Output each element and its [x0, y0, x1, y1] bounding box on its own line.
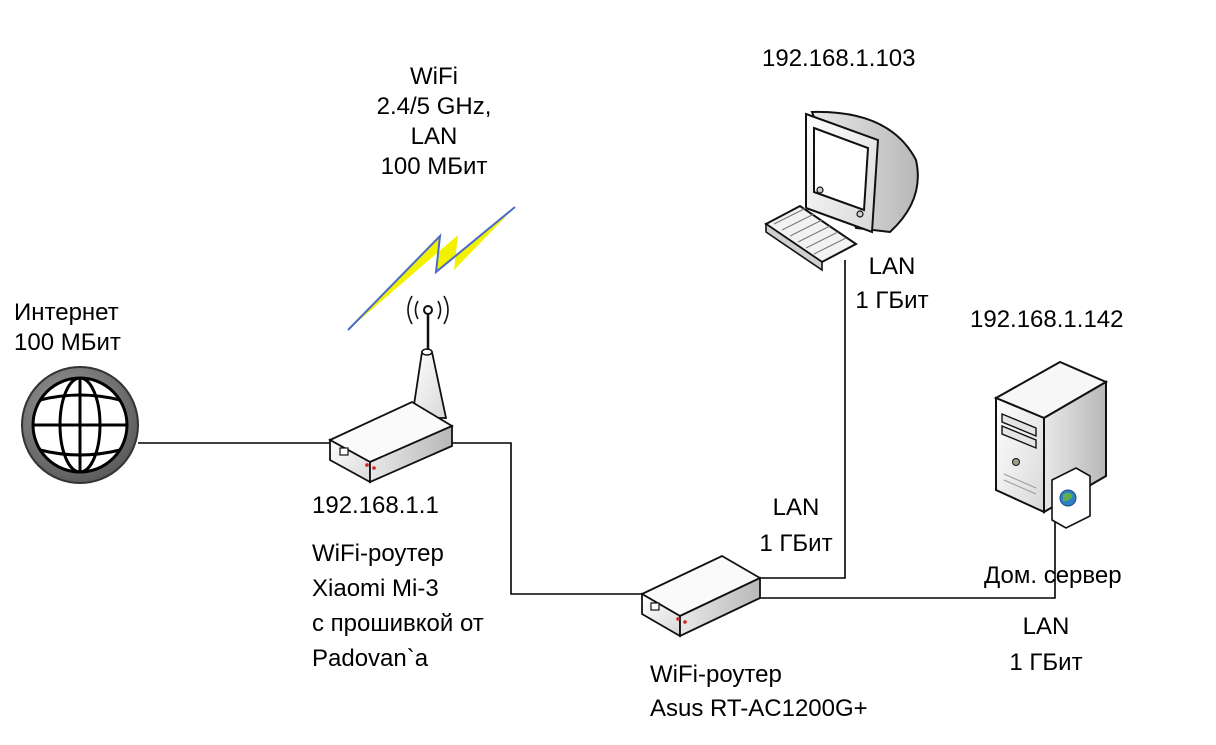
- wifi-label-line1: WiFi: [410, 63, 458, 90]
- asus-pc-link-line2: 1 ГБит: [759, 530, 833, 557]
- wifi-label: WiFi 2.4/5 GHz, LAN 100 МБит: [372, 62, 496, 182]
- router-with-antenna-icon: [328, 295, 454, 484]
- link-asus-pc: [758, 260, 846, 579]
- xiaomi-router-label: WiFi-роутер Xiaomi Mi-3 с прошивкой от P…: [312, 536, 484, 676]
- pc-link-label: LAN 1 ГБит: [846, 250, 938, 318]
- server-ip: 192.168.1.142: [970, 306, 1124, 333]
- asus-router-line2: Asus RT-AC1200G+: [650, 695, 868, 722]
- server-link-line1: LAN: [1022, 613, 1070, 640]
- xiaomi-ip: 192.168.1.1: [312, 492, 439, 519]
- xiaomi-router-line2: Xiaomi Mi-3: [312, 575, 439, 602]
- internet-label: Интернет 100 МБит: [14, 298, 121, 358]
- server-name: Дом. сервер: [984, 562, 1122, 589]
- xiaomi-router-line3: с прошивкой от: [312, 610, 484, 637]
- internet-label-line2: 100 МБит: [14, 329, 121, 356]
- wifi-signal-lightning-icon: [347, 206, 516, 331]
- xiaomi-router-line4: Padovan`a: [312, 645, 429, 672]
- asus-router-label: WiFi-роутер Asus RT-AC1200G+: [650, 658, 868, 726]
- pc-link-line1: LAN: [868, 253, 916, 280]
- link-asus-server: [758, 510, 1056, 599]
- link-xiaomi-asus: [448, 442, 642, 595]
- server-link-label: LAN 1 ГБит: [1000, 609, 1092, 681]
- pc-ip: 192.168.1.103: [762, 45, 916, 72]
- wifi-label-line2: 2.4/5 GHz,: [376, 93, 492, 120]
- server-tower-icon: [993, 360, 1109, 529]
- asus-pc-link-line1: LAN: [772, 494, 820, 521]
- asus-pc-link-label: LAN 1 ГБит: [750, 490, 842, 562]
- server-link-line2: 1 ГБит: [1009, 649, 1083, 676]
- connection-lines: [138, 260, 1056, 599]
- xiaomi-router-line1: WiFi-роутер: [312, 540, 444, 567]
- asus-router-line1: WiFi-роутер: [650, 661, 782, 688]
- globe-icon: [21, 366, 139, 484]
- wifi-label-line3: LAN: [410, 123, 458, 150]
- pc-link-line2: 1 ГБит: [855, 287, 929, 314]
- wifi-label-line4: 100 МБит: [380, 153, 488, 180]
- internet-label-line1: Интернет: [14, 299, 119, 326]
- desktop-computer-icon: [764, 110, 919, 272]
- router-icon: [640, 554, 762, 638]
